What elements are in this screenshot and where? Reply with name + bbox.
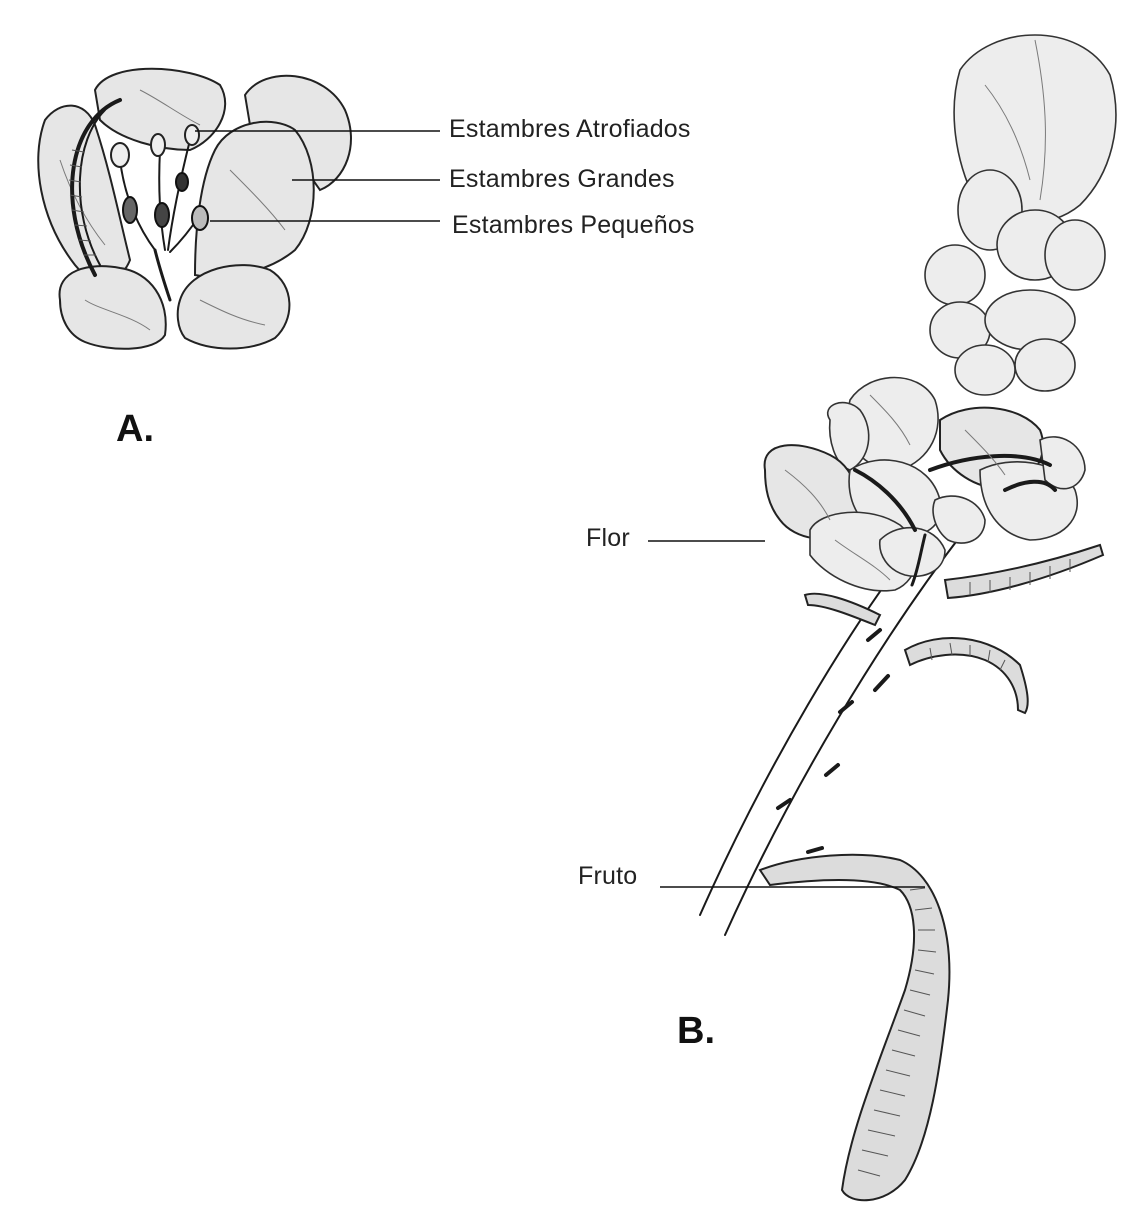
label-fruit: Fruto — [578, 862, 637, 891]
label-atrophied-stamens: Estambres Atrofiados — [449, 115, 691, 144]
label-flower: Flor — [586, 524, 630, 553]
label-small-stamens: Estambres Pequeños — [452, 211, 695, 240]
flower-detail-drawing — [38, 69, 351, 349]
label-large-stamens: Estambres Grandes — [449, 165, 675, 194]
panel-a-letter: A. — [116, 408, 154, 451]
panel-b-letter: B. — [677, 1010, 715, 1053]
flowering-branch-drawing — [700, 35, 1116, 1200]
